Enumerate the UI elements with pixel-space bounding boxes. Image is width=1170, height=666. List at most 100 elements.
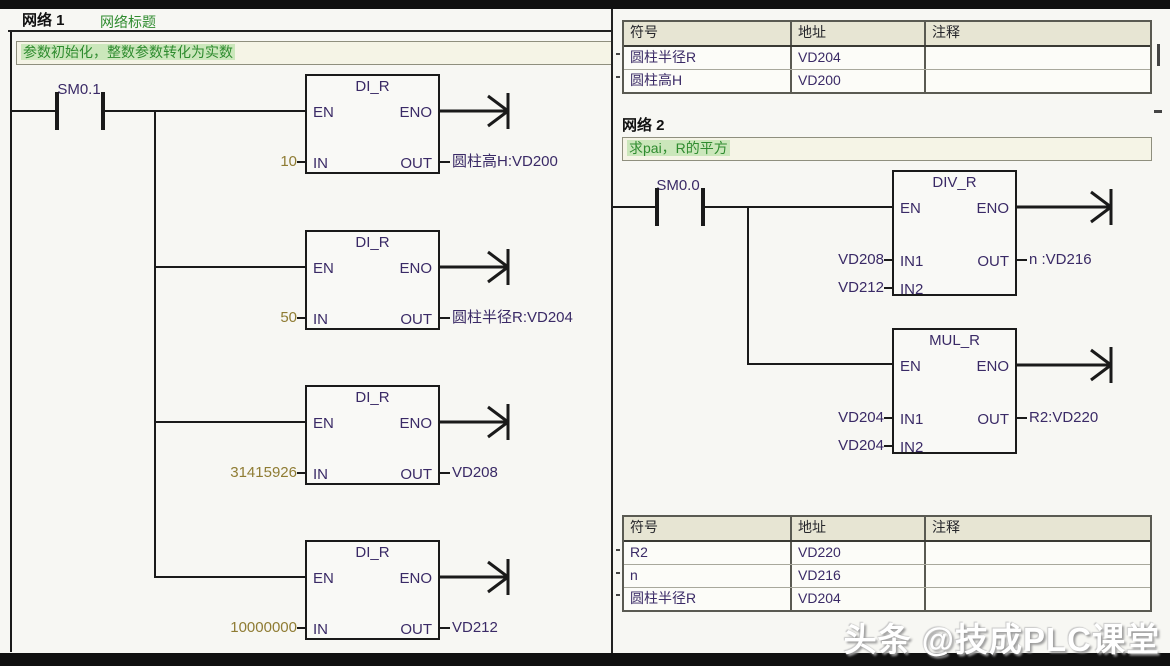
scroll-mark <box>1154 110 1162 113</box>
table-row[interactable]: 圆柱高H VD200 <box>624 70 1150 92</box>
table-row[interactable]: n VD216 <box>624 565 1150 588</box>
address-cell[interactable]: VD204 <box>792 588 926 610</box>
rung-continuation-arrow-icon <box>440 93 510 129</box>
symbol-cell[interactable]: 圆柱半径R <box>624 47 792 69</box>
wire <box>884 417 892 419</box>
wire <box>12 110 55 112</box>
symbol-cell[interactable]: 圆柱高H <box>624 70 792 92</box>
symbol-cell[interactable]: n <box>624 565 792 587</box>
symbol-cell[interactable]: R2 <box>624 542 792 564</box>
row-marker <box>616 594 620 596</box>
pane-divider <box>611 9 613 653</box>
wire <box>156 421 305 423</box>
contact-sm00-bar-left[interactable] <box>655 188 659 226</box>
contact-sm00-bar-right[interactable] <box>701 188 705 226</box>
net2-block1-in1-value[interactable]: VD208 <box>838 251 884 268</box>
net1-block1-di-r[interactable]: DI_R EN ENO IN OUT <box>305 74 440 174</box>
pin-out: OUT <box>400 621 432 638</box>
wire <box>440 317 450 319</box>
scrollbar-thumb[interactable] <box>1157 44 1160 66</box>
contact-sm00-label[interactable]: SM0.0 <box>656 177 700 194</box>
pin-in2: IN2 <box>900 281 924 298</box>
net1-block4-di-r[interactable]: DI_R EN ENO IN OUT <box>305 540 440 640</box>
contact-sm01-label[interactable]: SM0.1 <box>57 81 101 98</box>
comment-cell[interactable] <box>926 47 1150 69</box>
network2-comment-text: 求pai，R的平方 <box>627 140 730 156</box>
table-row[interactable]: 圆柱半径R VD204 <box>624 588 1150 610</box>
net2-block2-in1-value[interactable]: VD204 <box>838 409 884 426</box>
contact-sm01-bar-left[interactable] <box>55 92 59 130</box>
net1-block4-in-value[interactable]: 10000000 <box>230 619 297 636</box>
wire <box>749 363 892 365</box>
net1-block1-in-value[interactable]: 10 <box>280 153 297 170</box>
pin-in1: IN1 <box>900 253 924 270</box>
address-cell[interactable]: VD204 <box>792 47 926 69</box>
pin-eno: ENO <box>976 200 1009 217</box>
address-cell[interactable]: VD200 <box>792 70 926 92</box>
net1-block3-title: DI_R <box>355 389 390 406</box>
row-marker <box>616 572 620 574</box>
net1-block2-di-r[interactable]: DI_R EN ENO IN OUT <box>305 230 440 330</box>
net2-block2-in2-value[interactable]: VD204 <box>838 437 884 454</box>
wire <box>1017 417 1027 419</box>
contact-sm01-bar-right[interactable] <box>101 92 105 130</box>
net2-block1-out-value[interactable]: n :VD216 <box>1029 251 1092 268</box>
watermark-text: 头条 @技成PLC课堂 <box>843 621 1160 658</box>
net1-block1-out-value[interactable]: 圆柱高H:VD200 <box>452 153 558 170</box>
net2-block1-in2-value[interactable]: VD212 <box>838 279 884 296</box>
net1-block2-out-value[interactable]: 圆柱半径R:VD204 <box>452 309 573 326</box>
net1-block4-title: DI_R <box>355 544 390 561</box>
row-marker <box>616 53 620 55</box>
pin-in2: IN2 <box>900 439 924 456</box>
pin-eno: ENO <box>399 415 432 432</box>
table-row[interactable]: 圆柱半径R VD204 <box>624 47 1150 70</box>
wire <box>156 266 305 268</box>
col-comment: 注释 <box>932 519 960 535</box>
symbol-table-bottom-header: 符号 地址 注释 <box>624 517 1150 542</box>
pin-eno: ENO <box>399 570 432 587</box>
pin-eno: ENO <box>399 260 432 277</box>
rung-continuation-arrow-icon <box>1017 347 1113 383</box>
comment-cell[interactable] <box>926 542 1150 564</box>
net2-block2-mul-r[interactable]: MUL_R EN ENO IN1 IN2 OUT <box>892 328 1017 456</box>
net1-block3-di-r[interactable]: DI_R EN ENO IN OUT <box>305 385 440 485</box>
net1-block3-out-value[interactable]: VD208 <box>452 464 498 481</box>
wire <box>156 576 305 578</box>
symbol-cell[interactable]: 圆柱半径R <box>624 588 792 610</box>
comment-cell[interactable] <box>926 588 1150 610</box>
network1-comment-box[interactable]: 参数初始化，整数参数转化为实数 <box>16 41 612 65</box>
col-address: 地址 <box>792 517 926 540</box>
network2-comment-box[interactable]: 求pai，R的平方 <box>622 137 1152 161</box>
net2-block2-out-value[interactable]: R2:VD220 <box>1029 409 1099 426</box>
wire <box>440 472 450 474</box>
wire <box>297 161 305 163</box>
net2-block1-div-r[interactable]: DIV_R EN ENO IN1 IN2 OUT <box>892 170 1017 298</box>
net1-block2-title: DI_R <box>355 234 390 251</box>
comment-cell[interactable] <box>926 565 1150 587</box>
net2-block2-title: MUL_R <box>929 332 980 349</box>
pin-in: IN <box>313 311 328 328</box>
symbol-table-top: 符号 地址 注释 圆柱半径R VD204 圆柱高H VD200 <box>622 20 1152 94</box>
rung-continuation-arrow-icon <box>1017 189 1113 225</box>
col-address: 地址 <box>792 22 926 45</box>
wire <box>297 627 305 629</box>
pin-eno: ENO <box>976 358 1009 375</box>
net1-block4-out-value[interactable]: VD212 <box>452 619 498 636</box>
symbol-table-bottom: 符号 地址 注释 R2 VD220 n VD216 圆柱半径R VD204 <box>622 515 1152 612</box>
net1-block3-in-value[interactable]: 31415926 <box>230 464 297 481</box>
row-marker <box>616 76 620 78</box>
pin-out: OUT <box>977 253 1009 270</box>
comment-cell[interactable] <box>926 70 1150 92</box>
wire <box>440 161 450 163</box>
pin-out: OUT <box>977 411 1009 428</box>
address-cell[interactable]: VD216 <box>792 565 926 587</box>
net1-block2-in-value[interactable]: 50 <box>280 309 297 326</box>
row-marker <box>616 549 620 551</box>
network1-label: 网络 1 <box>22 12 65 29</box>
table-row[interactable]: R2 VD220 <box>624 542 1150 565</box>
pin-en: EN <box>313 104 334 121</box>
pin-en: EN <box>900 358 921 375</box>
network1-title: 网络标题 <box>100 14 156 30</box>
wire <box>613 206 655 208</box>
address-cell[interactable]: VD220 <box>792 542 926 564</box>
